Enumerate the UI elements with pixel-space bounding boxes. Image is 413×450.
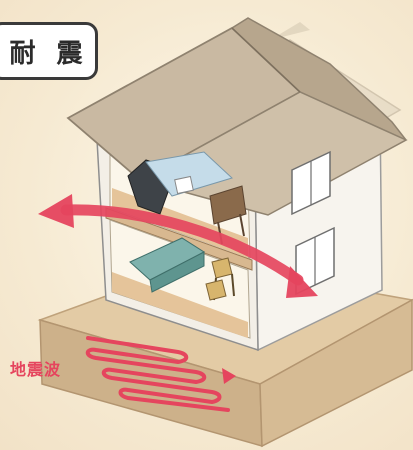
lower-room-furniture xyxy=(129,237,235,301)
title-badge: 耐 震 xyxy=(0,22,98,80)
wave-arrow-head xyxy=(222,368,236,384)
seismic-wave-label: 地震波 xyxy=(10,360,62,379)
window-upper xyxy=(291,150,331,216)
upper-room-furniture xyxy=(127,151,247,245)
title-label: 耐 震 xyxy=(9,38,89,69)
shake-arrow-icon xyxy=(38,194,318,298)
seismic-wave-icon xyxy=(85,336,230,412)
